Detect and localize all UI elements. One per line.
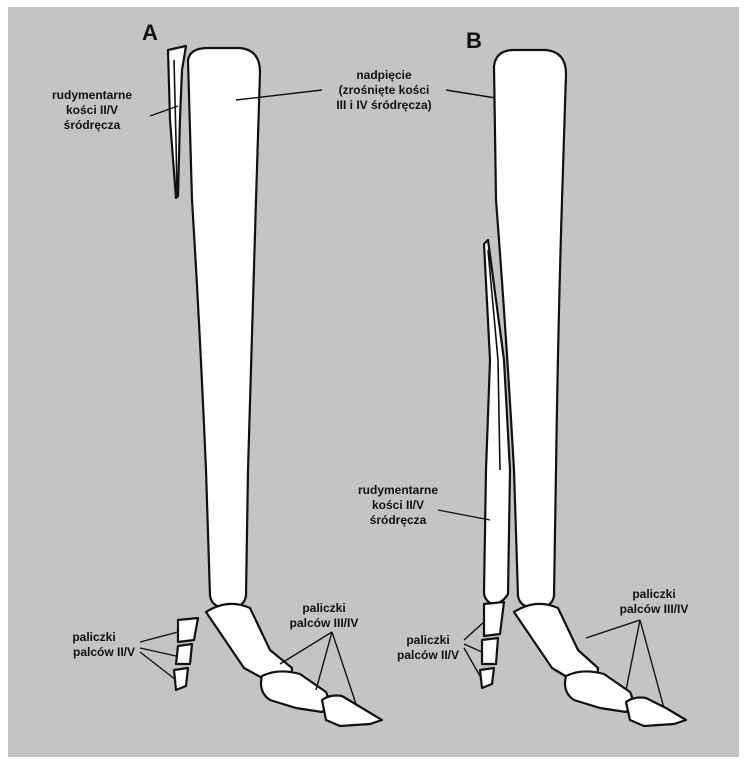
panel-a-label-phalanges-side: paliczki palców II/V bbox=[72, 630, 135, 659]
panel-b-distal-phalanx bbox=[626, 698, 686, 727]
panel-a-cannon-bone bbox=[188, 48, 260, 608]
panel-a: A rudymentarne kości II/V śródręcza bbox=[52, 20, 382, 726]
svg-text:palców III/IV: palców III/IV bbox=[290, 616, 359, 630]
svg-text:rudymentarne: rudymentarne bbox=[358, 483, 438, 497]
svg-text:palców II/V: palców II/V bbox=[397, 648, 459, 662]
panel-b-label-phalanges-main: paliczki palców III/IV bbox=[620, 587, 689, 616]
panel-a-side-phalanx-2 bbox=[176, 644, 192, 664]
panel-b-side-phalanx-1 bbox=[484, 602, 504, 636]
svg-text:kości II/V: kości II/V bbox=[372, 498, 424, 512]
svg-text:palców II/V: palców II/V bbox=[73, 645, 135, 659]
label-cannon: nadpięcie (zrośnięte kości III i IV śród… bbox=[336, 68, 431, 112]
panel-a-distal-phalanx bbox=[322, 696, 382, 727]
panel-a-side-phalanx-3 bbox=[174, 668, 188, 690]
panel-a-leaders-side bbox=[140, 632, 178, 680]
panel-a-side-phalanx-1 bbox=[178, 618, 198, 642]
panel-b-middle-phalanx bbox=[565, 671, 632, 712]
panel-b-label-phalanges-side: paliczki palców II/V bbox=[397, 633, 459, 662]
panel-b-side-phalanx-2 bbox=[482, 638, 498, 664]
svg-text:paliczki: paliczki bbox=[72, 630, 115, 644]
svg-text:nadpięcie: nadpięcie bbox=[356, 68, 412, 82]
panel-b-leader-rudimentary bbox=[438, 510, 490, 520]
svg-text:śródręcza: śródręcza bbox=[64, 118, 121, 132]
svg-text:kości II/V: kości II/V bbox=[66, 103, 118, 117]
panel-a-letter: A bbox=[142, 20, 158, 45]
svg-text:paliczki: paliczki bbox=[632, 587, 675, 601]
panel-b-letter: B bbox=[466, 28, 482, 53]
svg-text:paliczki: paliczki bbox=[406, 633, 449, 647]
panel-a-middle-phalanx bbox=[261, 671, 328, 712]
panel-b: B rudymentarne kości II/V śródręcza bbox=[358, 28, 688, 726]
panel-a-label-phalanges-main: paliczki palców III/IV bbox=[290, 601, 359, 630]
svg-text:palców III/IV: palców III/IV bbox=[620, 602, 689, 616]
svg-text:śródręcza: śródręcza bbox=[370, 513, 427, 527]
svg-text:paliczki: paliczki bbox=[302, 601, 345, 615]
panel-a-label-rudimentary: rudymentarne kości II/V śródręcza bbox=[52, 88, 132, 132]
panel-b-side-phalanx-3 bbox=[480, 668, 494, 688]
svg-text:III i IV śródręcza): III i IV śródręcza) bbox=[336, 98, 431, 112]
panel-b-label-rudimentary: rudymentarne kości II/V śródręcza bbox=[358, 483, 438, 527]
svg-text:rudymentarne: rudymentarne bbox=[52, 88, 132, 102]
svg-text:(zrośnięte kości: (zrośnięte kości bbox=[339, 83, 430, 97]
